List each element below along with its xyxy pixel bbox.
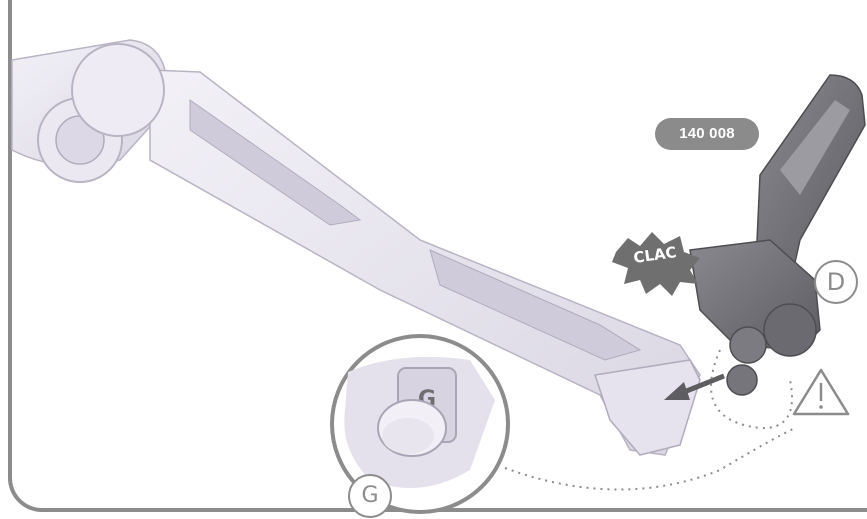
long-arm-part [11,39,701,456]
callout-g-label: G [348,474,392,518]
warning-triangle-icon [792,368,850,416]
sound-burst-shape [612,232,700,296]
insertion-arrow-icon [664,373,725,400]
bracket-part [689,74,866,396]
detail-magnifier: G [330,334,510,514]
part-number-badge: 140 008 [655,118,759,150]
callout-d-label: D [814,260,858,304]
